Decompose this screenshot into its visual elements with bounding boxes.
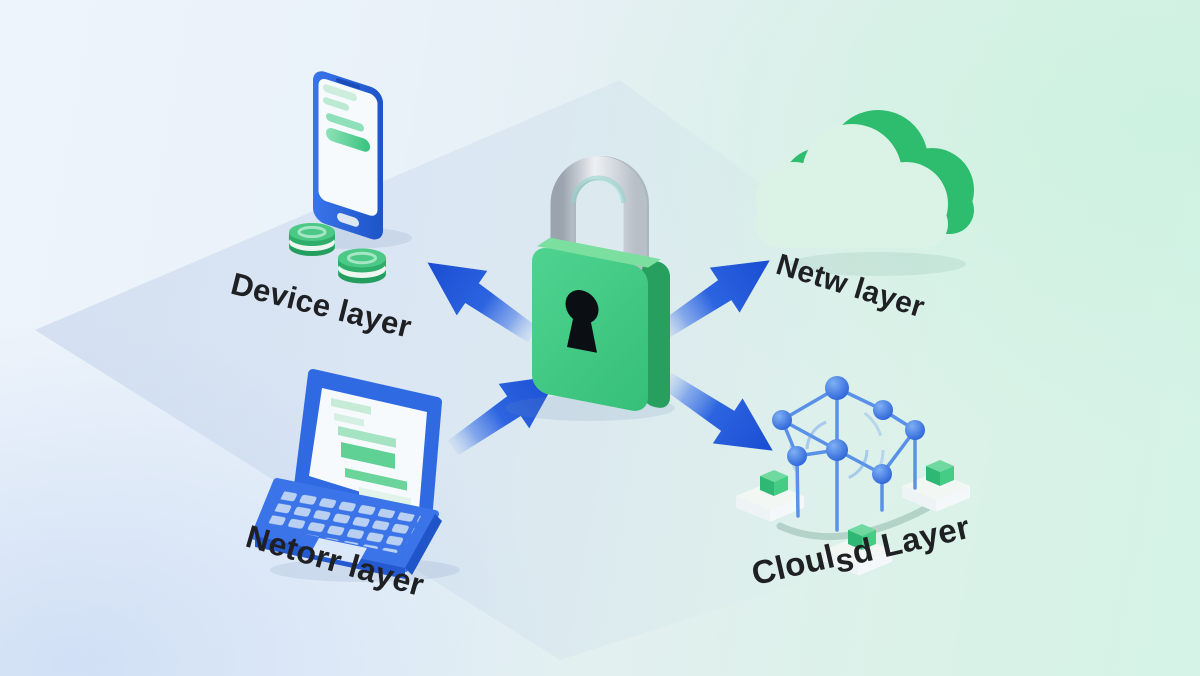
phone-home-button <box>337 213 359 227</box>
server-platform <box>902 460 970 512</box>
laptop-keyboard <box>267 490 421 554</box>
cloud-icon <box>756 110 974 276</box>
lock-body <box>532 237 670 411</box>
phone-shape <box>313 71 383 240</box>
coin-stack-icon <box>338 248 386 284</box>
server-platform <box>824 524 892 576</box>
server-platform <box>736 470 804 522</box>
coin-stack-icon <box>289 223 335 256</box>
cloud-front-face <box>756 124 948 248</box>
network-swoosh <box>776 504 931 541</box>
lock-body-top <box>537 237 661 268</box>
smartphone-icon <box>288 71 412 284</box>
laptop-trackpad <box>310 538 367 564</box>
lock-body-side <box>642 260 670 408</box>
keyhole <box>565 290 599 353</box>
phone-speaker-slot <box>336 78 360 90</box>
laptop-base <box>251 478 442 579</box>
padlock-icon <box>505 156 675 421</box>
laptop-icon <box>251 369 460 582</box>
lock-shackle <box>550 156 649 298</box>
network-ring <box>805 418 869 482</box>
network-node <box>772 376 925 484</box>
network-nodes-icon <box>736 376 970 576</box>
laptop-screen <box>294 369 442 525</box>
